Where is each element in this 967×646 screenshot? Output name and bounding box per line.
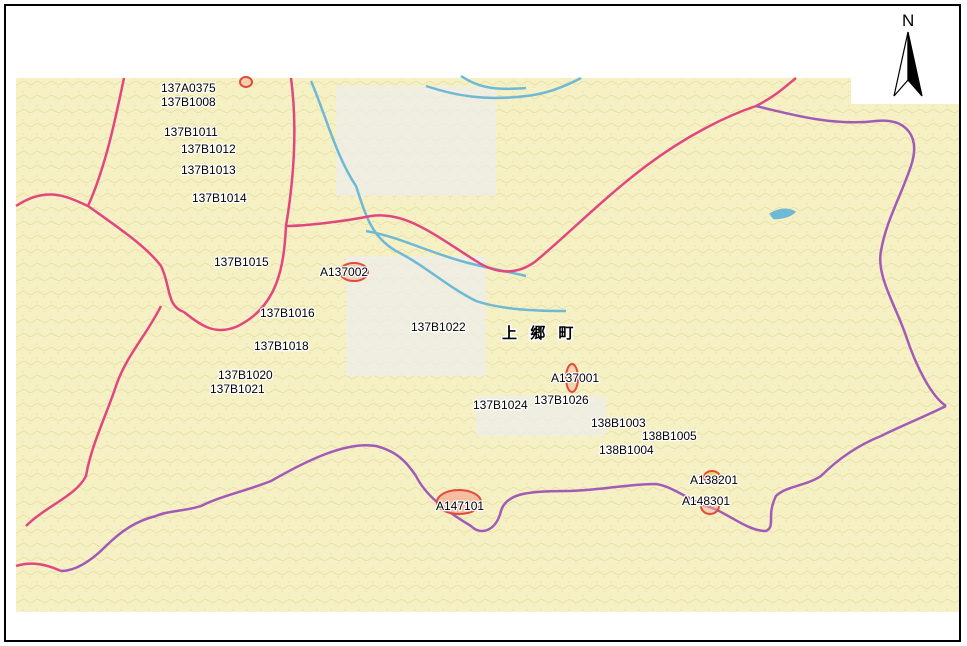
marker-a147101[interactable] (436, 489, 482, 515)
label-137b1022[interactable]: 137B1022 (410, 319, 468, 336)
label-138b1004[interactable]: 138B1004 (598, 442, 656, 459)
label-a148301[interactable]: A148301 (681, 493, 732, 510)
label-137b1021[interactable]: 137B1021 (209, 381, 267, 398)
label-a147101[interactable]: A147101 (435, 498, 486, 515)
label-137b1020[interactable]: 137B1020 (217, 367, 275, 384)
marker-a138201[interactable] (703, 470, 721, 484)
label-a138201[interactable]: A138201 (689, 472, 740, 489)
pink-boundaries (15, 77, 797, 573)
label-a137001[interactable]: A137001 (550, 370, 601, 387)
marker-a137002[interactable] (339, 262, 369, 282)
label-137b1014[interactable]: 137B1014 (191, 190, 249, 207)
label-137b1015[interactable]: 137B1015 (213, 254, 271, 271)
purple-boundaries (60, 104, 947, 573)
label-137b1012[interactable]: 137B1012 (180, 141, 238, 158)
label-137b1018[interactable]: 137B1018 (253, 338, 311, 355)
north-arrow-icon (893, 31, 923, 97)
north-label: N (902, 11, 914, 30)
urban-area (336, 86, 606, 436)
label-137b1026[interactable]: 137B1026 (533, 392, 591, 409)
label-137b1024[interactable]: 137B1024 (472, 397, 530, 414)
label-137b1011[interactable]: 137B1011 (163, 124, 220, 141)
label-a137002[interactable]: A137002 (319, 264, 370, 281)
label-137b1016[interactable]: 137B1016 (259, 305, 317, 322)
site-labels: 137A0375 137B1008 137B1011 137B1012 137B… (160, 80, 740, 515)
map-frame: 137A0375 137B1008 137B1011 137B1012 137B… (4, 4, 961, 642)
label-137a0375[interactable]: 137A0375 (160, 80, 218, 97)
marker-137a0375[interactable] (239, 76, 253, 88)
marker-a148301[interactable] (700, 497, 720, 515)
label-138b1005[interactable]: 138B1005 (641, 428, 699, 445)
town-name: 上 郷 町 (502, 324, 577, 342)
label-137b1008[interactable]: 137B1008 (160, 94, 218, 111)
topographic-map[interactable]: 137A0375 137B1008 137B1011 137B1012 137B… (6, 6, 959, 640)
label-138b1003[interactable]: 138B1003 (590, 415, 648, 432)
site-markers (239, 76, 721, 515)
marker-a137001[interactable] (565, 363, 579, 393)
label-137b1013[interactable]: 137B1013 (180, 162, 238, 179)
north-arrow: N (893, 11, 923, 97)
